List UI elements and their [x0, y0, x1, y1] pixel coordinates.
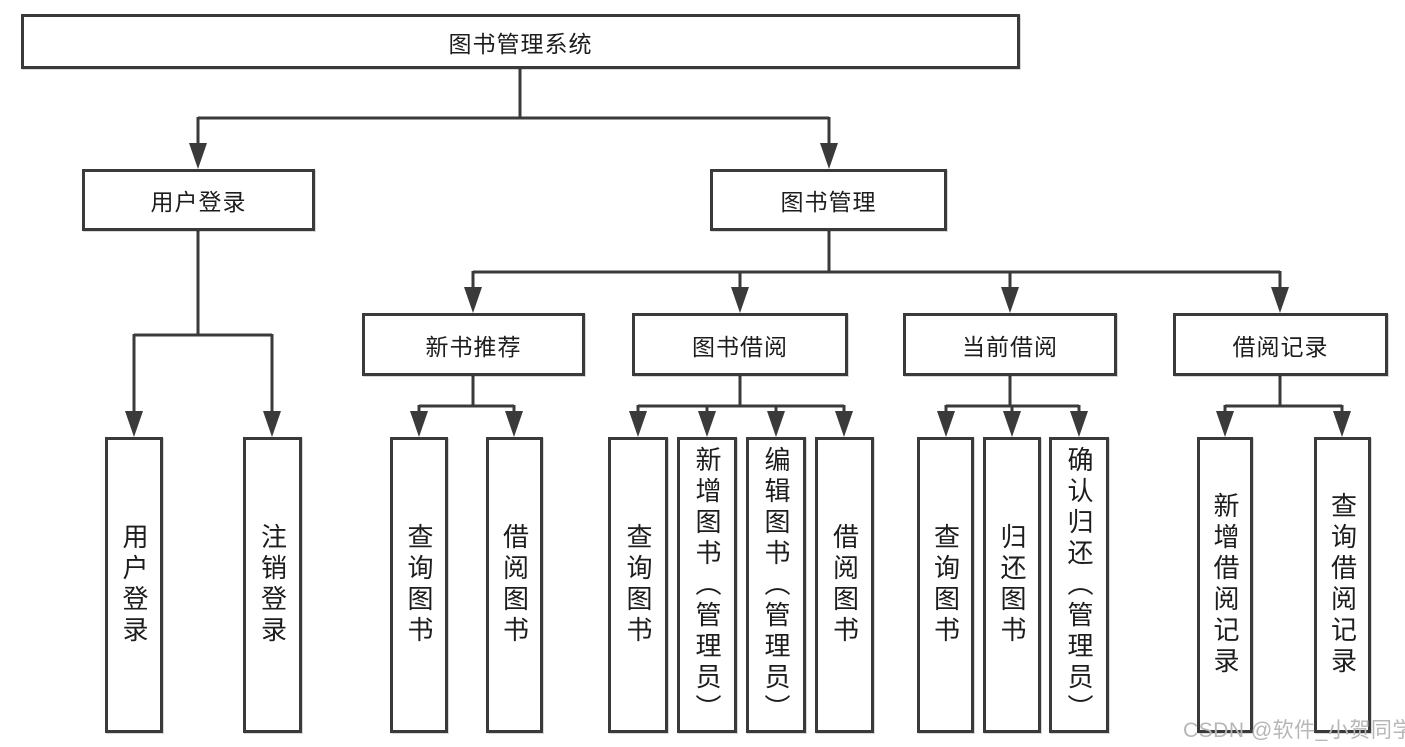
node-label: 借阅图书 — [829, 523, 860, 647]
leaf-borrow-books: 借阅图书 — [815, 437, 874, 733]
node-book-borrow: 图书借阅 — [632, 313, 848, 376]
node-book-management: 图书管理 — [710, 169, 947, 231]
leaf-add-books-admin: 新增图书（管理员） — [677, 437, 737, 733]
node-label: 查询图书 — [404, 523, 434, 647]
node-label: 新增图书（管理员） — [692, 445, 722, 725]
leaf-edit-books-admin: 编辑图书（管理员） — [746, 437, 806, 733]
node-label: 当前借阅 — [962, 333, 1058, 360]
node-library-management-system: 图书管理系统 — [21, 14, 1020, 69]
node-label: 新书推荐 — [425, 333, 522, 360]
leaf-confirm-return-admin: 确认归还（管理员） — [1049, 437, 1109, 733]
node-label: 查询图书 — [623, 523, 653, 647]
node-label: 新增借阅记录 — [1210, 492, 1240, 678]
leaf-user-login: 用户登录 — [105, 437, 163, 733]
node-current-borrow: 当前借阅 — [903, 313, 1117, 376]
leaf-add-borrow-record: 新增借阅记录 — [1197, 437, 1253, 733]
leaf-query-books-current: 查询图书 — [917, 437, 974, 733]
node-label: 图书管理 — [780, 189, 877, 215]
node-label: 图书管理系统 — [448, 30, 593, 57]
node-label: 注销登录 — [257, 523, 288, 647]
node-label: 借阅图书 — [499, 523, 530, 647]
leaf-logout: 注销登录 — [243, 437, 302, 733]
node-user-login: 用户登录 — [82, 169, 315, 231]
node-label: 归还图书 — [997, 523, 1027, 647]
leaf-query-books-recommend: 查询图书 — [390, 437, 448, 733]
arrowheads — [125, 143, 1351, 437]
leaf-query-borrow-record: 查询借阅记录 — [1314, 437, 1371, 733]
node-label: 查询图书 — [930, 523, 961, 647]
leaf-borrow-books-recommend: 借阅图书 — [486, 437, 543, 733]
node-new-book-recommend: 新书推荐 — [362, 313, 585, 376]
node-label: 借阅记录 — [1232, 333, 1329, 360]
leaf-query-books-borrow: 查询图书 — [608, 437, 668, 733]
node-borrow-records: 借阅记录 — [1173, 313, 1388, 376]
leaf-return-books: 归还图书 — [983, 437, 1041, 733]
node-label: 确认归还（管理员） — [1064, 445, 1094, 725]
node-label: 图书借阅 — [692, 333, 788, 360]
node-label: 用户登录 — [119, 523, 149, 647]
node-label: 用户登录 — [150, 189, 247, 215]
csdn-watermark: CSDN @软件_小贺同学 — [1183, 719, 1405, 742]
node-label: 编辑图书（管理员） — [761, 445, 791, 725]
node-label: 查询借阅记录 — [1327, 492, 1358, 678]
